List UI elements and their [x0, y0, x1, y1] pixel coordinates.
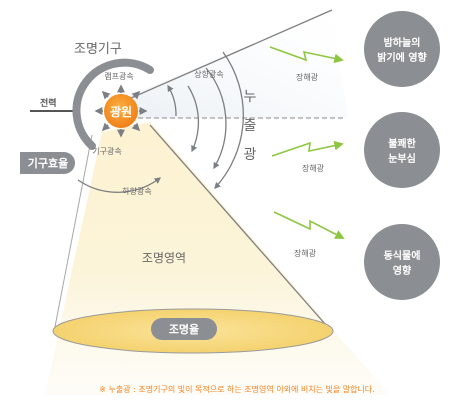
downward-flux-arc — [77, 177, 162, 193]
upward-edge — [121, 9, 333, 103]
spill-arrow-night-sky — [269, 46, 344, 64]
lamp-flux-label: 램프광속 — [104, 71, 133, 81]
upward-flux-arc — [167, 84, 177, 117]
illuminated-area-label: 조명영역 — [142, 251, 186, 265]
spill-arc-3 — [214, 51, 244, 189]
light-source-label: 광원 — [110, 104, 132, 119]
fixture-flux-label: 기구광속 — [92, 146, 121, 156]
spill-light-char-3: 광 — [244, 147, 257, 163]
fixture-title: 조명기구 — [74, 42, 122, 57]
utilization-badge: 조명율 — [151, 318, 217, 340]
spill-light-char-2: 출 — [244, 118, 257, 134]
upward-light-region — [120, 10, 348, 118]
spill-arrow-label-3: 장해광 — [294, 248, 317, 258]
beam-edge-left — [53, 134, 93, 333]
spill-arrow-label-1: 장해광 — [296, 72, 319, 82]
impact-glare: 불쾌한 눈부심 — [364, 112, 440, 188]
impact-night-sky-line-1: 밤하늘의 — [384, 36, 421, 49]
spill-arrow-label-2: 장해광 — [302, 163, 325, 173]
illumination-beam — [45, 122, 390, 395]
impact-glare-line-1: 불쾌한 — [388, 137, 416, 150]
spill-arrow-glare — [271, 140, 344, 157]
power-label: 전력 — [40, 97, 57, 109]
lamp-rays — [94, 84, 148, 138]
impact-ecology-line-2: 영향 — [393, 264, 412, 277]
footnote: ※ 누출광 : 조명기구의 빛이 목적으로 하는 조명영역 이외에 비치는 빛을… — [99, 384, 374, 394]
impact-night-sky: 밤하늘의 밝기에 영향 — [364, 11, 440, 87]
spill-arrow-ecology — [273, 211, 345, 239]
spill-arc-2 — [205, 67, 227, 170]
spill-light-char-1: 누 — [244, 89, 257, 105]
impact-glare-line-2: 눈부심 — [388, 152, 416, 165]
fixture-housing — [72, 58, 154, 150]
upward-flux-label: 상향광속 — [194, 69, 223, 79]
efficiency-badge: 기구효율 — [20, 152, 75, 174]
impact-ecology: 동식물에 영향 — [364, 224, 440, 300]
spill-arc-1 — [187, 85, 200, 153]
efficiency-label: 기구효율 — [28, 156, 68, 170]
utilization-label: 조명율 — [169, 322, 199, 336]
beam-edge-right — [149, 124, 334, 334]
light-source-circle — [104, 94, 138, 128]
impact-night-sky-line-2: 밝기에 영향 — [377, 51, 427, 64]
impact-ecology-line-1: 동식물에 — [384, 249, 421, 262]
downward-flux-label: 하향광속 — [122, 186, 151, 196]
